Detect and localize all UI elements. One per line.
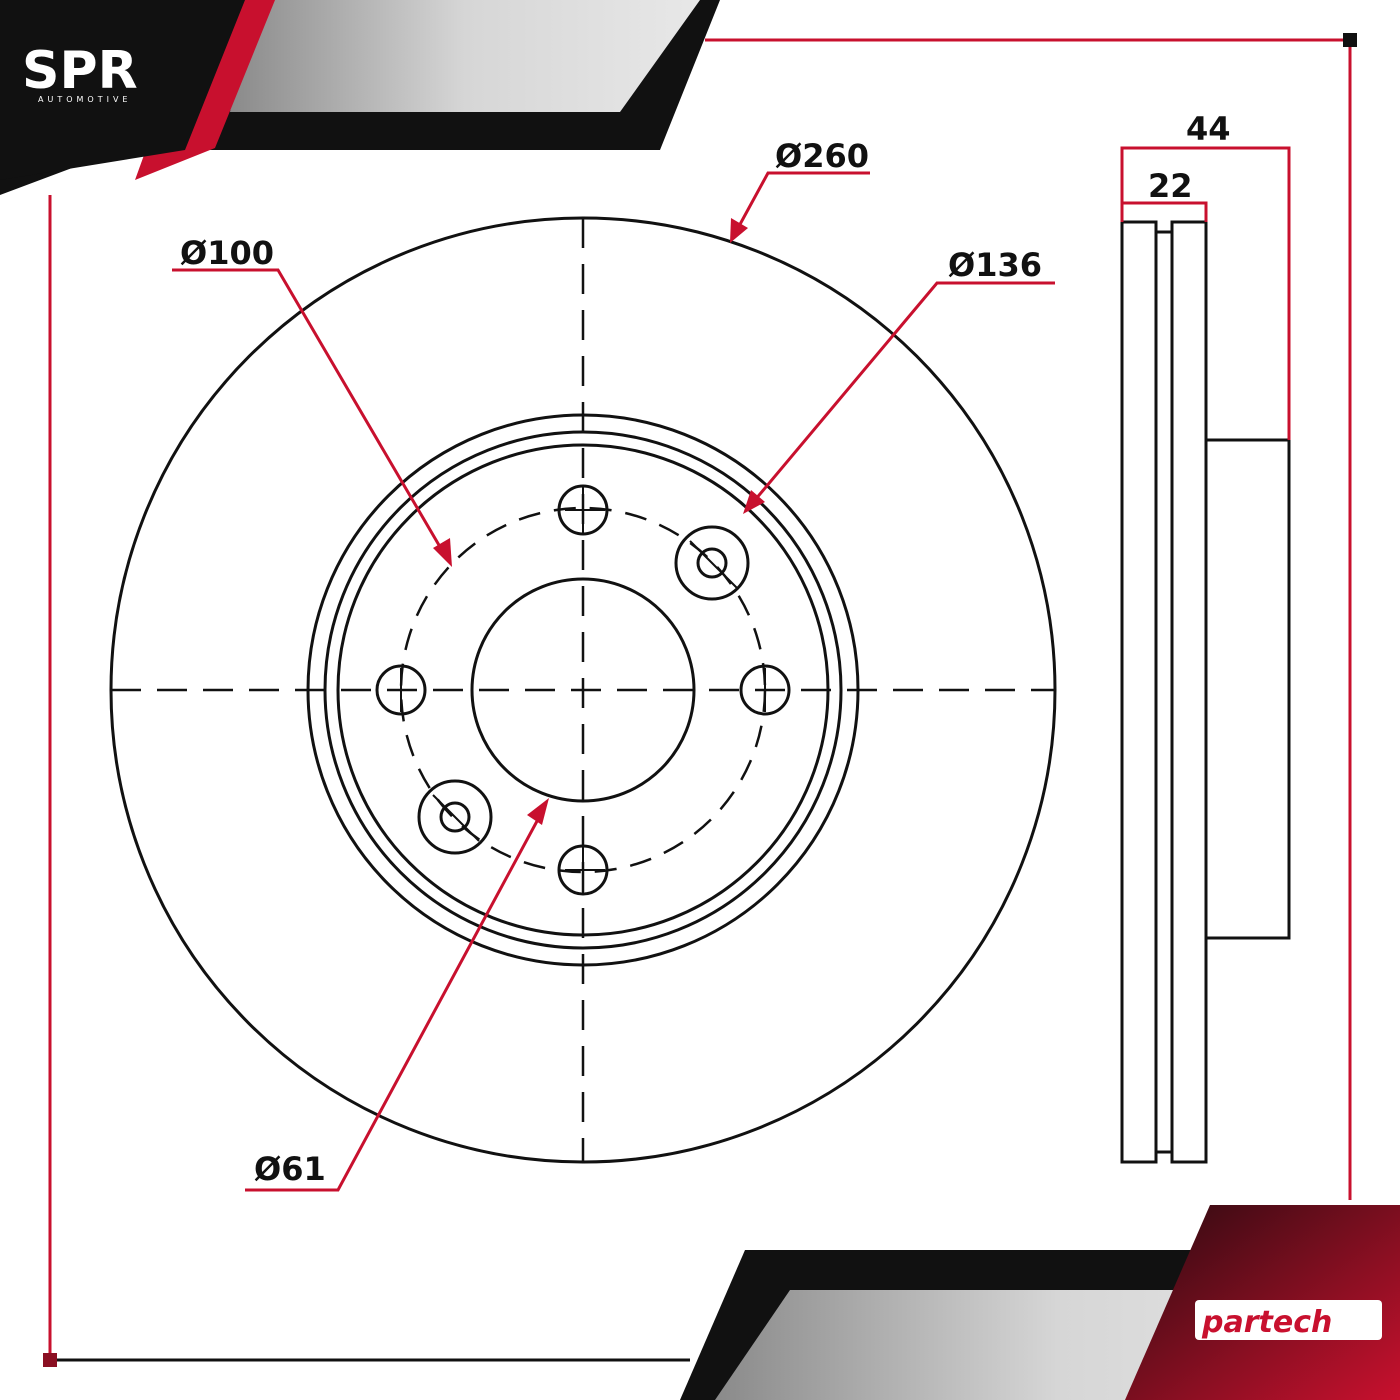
bolt-hole-bottom [557, 844, 609, 896]
frame-lines [48, 38, 1352, 1360]
frame-corner-marker [1343, 33, 1357, 47]
locating-hole-upper-right [674, 525, 750, 601]
dimension-arrowheads [433, 218, 765, 825]
bolt-hole-right [739, 664, 791, 716]
disc-friction-ring-inner [1170, 220, 1208, 1164]
frame-corner-marker [43, 1353, 57, 1367]
label-disc-thickness: 22 [1148, 167, 1193, 205]
disc-hat-section [1204, 438, 1291, 940]
label-bolt-circle: Ø100 [180, 234, 274, 272]
spr-logo-text: SPR [22, 41, 138, 101]
leader-center-bore [245, 809, 545, 1192]
bolt-hole-top [557, 484, 609, 536]
disc-friction-ring-outer [1120, 220, 1158, 1164]
label-center-bore: Ø61 [254, 1150, 326, 1188]
leader-bolt-circle [172, 268, 445, 553]
arrowhead [730, 218, 748, 243]
partech-logo-text: partech [1201, 1305, 1332, 1340]
arrowhead [743, 490, 765, 514]
arrowhead [527, 798, 549, 825]
top-left-corner-banner [0, 0, 720, 195]
label-outer-diameter: Ø260 [775, 137, 869, 175]
dimension-leaders [172, 146, 1291, 1192]
disc-vent-gap [1154, 230, 1174, 1154]
disc-side-view [1120, 220, 1291, 1164]
arrowhead [433, 538, 452, 567]
spr-logo-subtext: AUTOMOTIVE [38, 95, 131, 104]
spr-logo: SPR AUTOMOTIVE [22, 41, 138, 104]
leader-hat-diameter [753, 281, 1055, 501]
label-hat-diameter: Ø136 [948, 246, 1042, 284]
label-total-height: 44 [1186, 110, 1231, 148]
leader-total-height [1120, 146, 1291, 440]
partech-logo: partech [1195, 1300, 1382, 1340]
center-bore [470, 577, 696, 803]
disc-front-view [109, 216, 1057, 1164]
leader-disc-thickness [1122, 201, 1208, 222]
locating-hole-lower-left [417, 779, 493, 855]
bolt-hole-left [375, 664, 427, 716]
leader-outer-diameter [736, 171, 870, 229]
